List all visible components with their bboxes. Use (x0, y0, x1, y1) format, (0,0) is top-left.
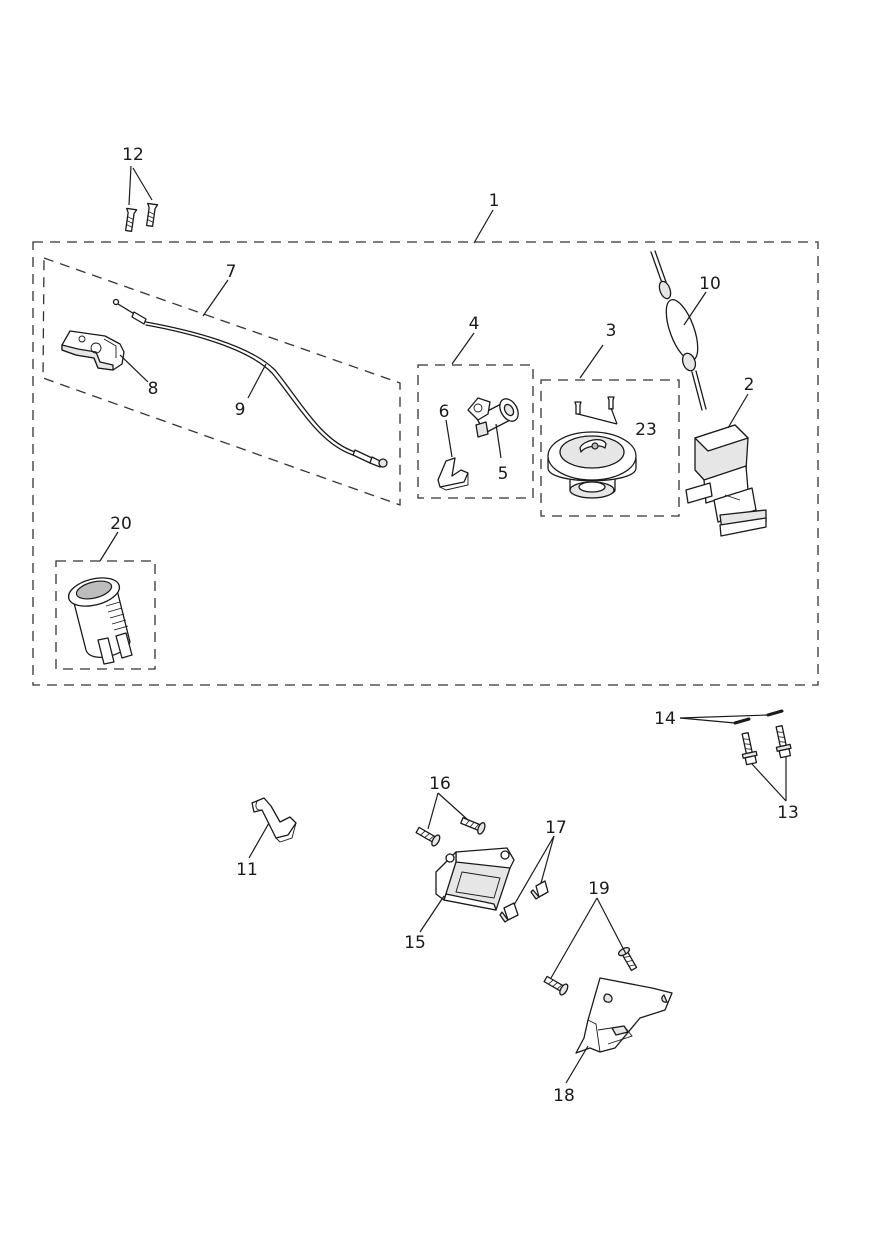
callout-12: 12 (122, 145, 144, 165)
callout-5: 5 (498, 464, 509, 484)
kit-outline-1 (32, 241, 819, 686)
latch-part-8 (61, 330, 125, 371)
kit-outline-3 (540, 379, 680, 517)
callout-labels: 1 2 3 4 5 6 7 8 9 10 11 12 13 14 15 16 1… (110, 145, 799, 1106)
callout-9: 9 (235, 400, 246, 420)
fuel-cap-part-3 (547, 431, 637, 499)
callout-16: 16 (429, 774, 451, 794)
callout-3: 3 (606, 321, 617, 341)
callout-18: 18 (553, 1086, 575, 1106)
bracket-part-11 (251, 797, 297, 843)
kit-outline-4 (417, 364, 534, 499)
callout-1: 1 (489, 191, 500, 211)
clip-nut-part-17 (499, 880, 549, 923)
screw-part-16 (415, 817, 486, 847)
callout-4: 4 (469, 314, 480, 334)
callout-10: 10 (699, 274, 721, 294)
callout-13: 13 (777, 803, 799, 823)
callout-2: 2 (744, 375, 755, 395)
screw-part-12 (124, 202, 159, 232)
lock-cylinder-part-20 (67, 577, 133, 665)
bolt-part-13 (741, 725, 792, 766)
kit-outline-7 (42, 257, 401, 506)
callout-23: 23 (635, 420, 657, 440)
callout-19: 19 (588, 879, 610, 899)
callout-8: 8 (148, 379, 159, 399)
callout-20: 20 (110, 514, 132, 534)
barrel-part-5 (467, 397, 519, 438)
callout-14: 14 (654, 709, 676, 729)
callout-17: 17 (545, 818, 567, 838)
ignition-switch-part-2 (685, 424, 767, 537)
bracket-part-18 (575, 977, 673, 1054)
washer-part-14 (733, 709, 784, 725)
callout-6: 6 (439, 402, 450, 422)
screw-part-23 (574, 396, 615, 415)
callout-15: 15 (404, 933, 426, 953)
screw-part-19 (543, 946, 638, 996)
leader-lines (99, 165, 787, 1084)
kit-outline-20 (55, 560, 156, 670)
module-part-15 (435, 847, 515, 911)
cable-part-9 (112, 298, 388, 468)
clip-part-6 (437, 457, 469, 491)
callout-11: 11 (236, 860, 258, 880)
key-ring-part-10 (650, 250, 707, 411)
callout-7: 7 (226, 262, 237, 282)
